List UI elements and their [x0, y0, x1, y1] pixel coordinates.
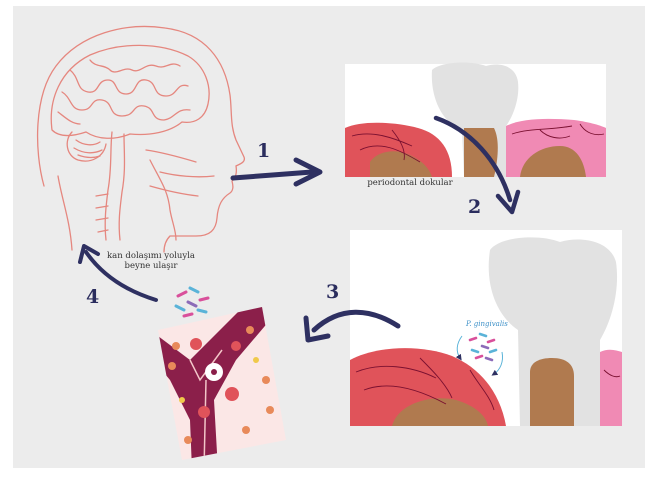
bacteria-cluster-vessel: [176, 288, 208, 316]
blood-vessel-panel: [150, 300, 286, 470]
periodontal-label: periodontal dokular: [360, 179, 460, 189]
step-1-label: 1: [257, 140, 270, 162]
bloodstream-label-line2: beyne ulaşır: [96, 262, 206, 272]
bacteria-species-label: P. gingivalis: [466, 320, 508, 328]
bloodstream-label: kan dolaşımı yoluyla beyne ulaşır: [96, 252, 206, 272]
arrow-1: [233, 172, 312, 178]
step-2-label: 2: [468, 196, 481, 218]
periodontal-tissue-panel: [345, 63, 606, 177]
head-brain-illustration: [38, 27, 245, 252]
infected-tissue-panel: [350, 230, 622, 426]
step-4-label: 4: [86, 286, 99, 308]
step-3-label: 3: [326, 281, 339, 303]
